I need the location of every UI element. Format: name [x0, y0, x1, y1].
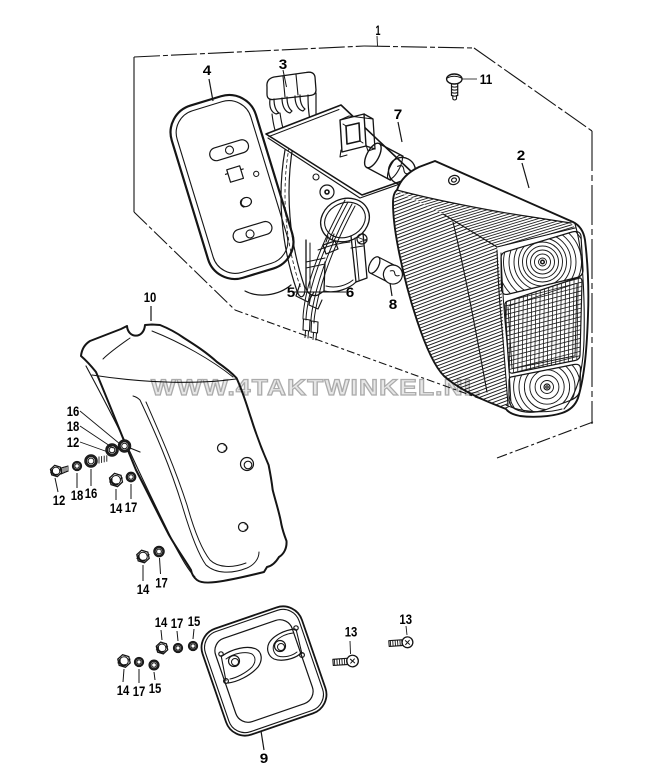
svg-text:14: 14: [110, 500, 123, 516]
svg-text:15: 15: [149, 680, 162, 696]
svg-text:8: 8: [389, 296, 398, 312]
svg-text:12: 12: [67, 434, 80, 450]
svg-text:3: 3: [279, 56, 288, 72]
svg-text:15: 15: [188, 613, 201, 629]
svg-text:17: 17: [155, 575, 168, 591]
svg-text:4: 4: [203, 62, 212, 78]
svg-text:17: 17: [125, 499, 138, 515]
svg-text:14: 14: [155, 614, 168, 630]
svg-text:1: 1: [376, 22, 381, 38]
svg-text:17: 17: [133, 683, 146, 699]
svg-text:WWW.4TAKTWINKEL.NL: WWW.4TAKTWINKEL.NL: [151, 375, 481, 400]
svg-text:14: 14: [137, 581, 150, 597]
svg-text:16: 16: [85, 485, 98, 501]
svg-text:11: 11: [480, 71, 493, 87]
svg-text:5: 5: [287, 284, 296, 300]
svg-text:13: 13: [399, 611, 412, 627]
svg-text:18: 18: [71, 487, 84, 503]
svg-text:18: 18: [67, 418, 80, 434]
svg-text:13: 13: [345, 624, 358, 640]
svg-text:10: 10: [144, 289, 157, 305]
svg-text:14: 14: [117, 682, 130, 698]
svg-text:17: 17: [171, 615, 184, 631]
svg-text:9: 9: [260, 750, 269, 766]
svg-text:12: 12: [53, 492, 66, 508]
svg-text:7: 7: [394, 106, 403, 122]
svg-text:2: 2: [517, 147, 526, 163]
svg-text:6: 6: [346, 284, 355, 300]
svg-text:16: 16: [67, 403, 80, 419]
